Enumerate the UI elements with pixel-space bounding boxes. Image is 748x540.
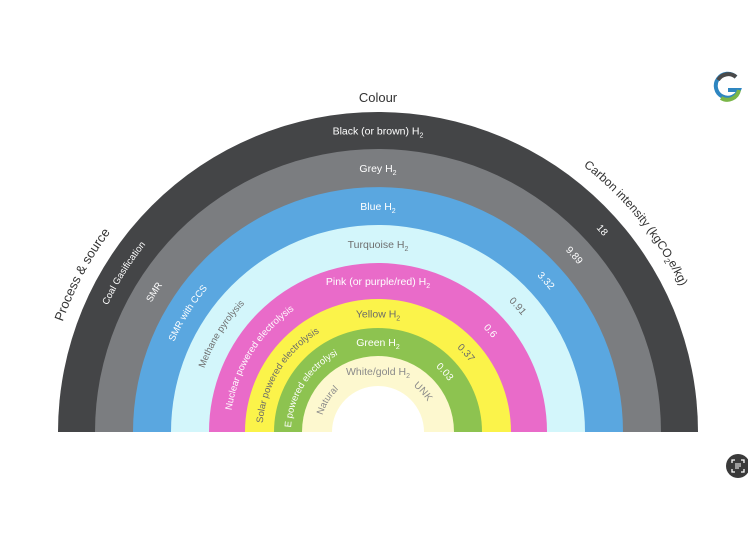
colour-label-7: White/gold H2 — [346, 366, 410, 380]
colour-label-1: Grey H2 — [359, 163, 396, 177]
colour-label-0: Black (or brown) H2 — [333, 126, 424, 140]
colour-label-2: Blue H2 — [360, 201, 396, 215]
carbon-sub: 2 — [662, 257, 672, 266]
g-logo-icon — [712, 70, 742, 104]
center-hole — [332, 386, 424, 432]
colour-label-4: Pink (or purple/red) H2 — [326, 276, 430, 290]
colour-label-5: Yellow H2 — [356, 309, 400, 323]
scan-text-icon — [731, 459, 745, 473]
colour-label-3: Turquoise H2 — [348, 239, 409, 253]
scan-text-button[interactable] — [726, 454, 748, 478]
ground — [0, 432, 748, 540]
colour-heading: Colour — [359, 90, 398, 105]
colour-label-6: Green H2 — [356, 337, 400, 351]
